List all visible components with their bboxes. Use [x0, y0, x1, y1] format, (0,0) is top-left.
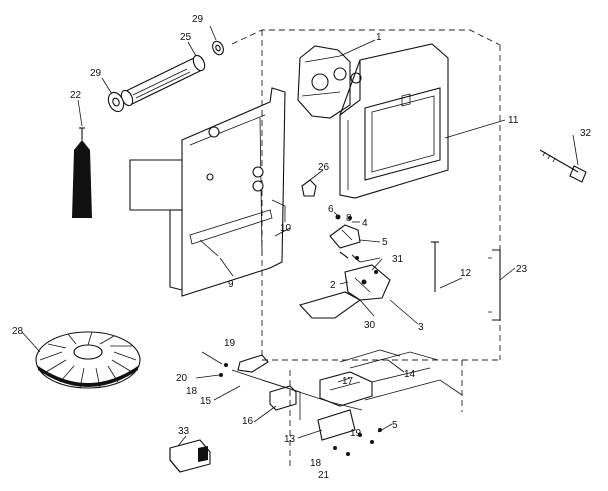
- callout-16: 16: [242, 416, 254, 427]
- callout-8: 8: [346, 213, 352, 224]
- callout-29b: 29: [192, 14, 204, 25]
- callout-5b: 5: [392, 420, 398, 431]
- part-29-washers: [107, 40, 224, 113]
- part-32-screw: [539, 149, 587, 183]
- part-28-impeller: [35, 331, 141, 389]
- part-26-clip: [301, 179, 317, 197]
- callout-5a: 5: [382, 237, 388, 248]
- part-25-rod: [120, 54, 206, 107]
- part-23-strip: [488, 249, 501, 321]
- callout-26: 26: [318, 162, 330, 173]
- callout-13: 13: [284, 434, 296, 445]
- callout-12: 12: [460, 268, 472, 279]
- part-small-screws: [195, 363, 382, 456]
- callout-9: 9: [228, 279, 234, 290]
- callout-18b: 18: [310, 458, 322, 469]
- callout-11: 11: [508, 115, 519, 126]
- callout-25: 25: [180, 32, 192, 43]
- callout-1: 1: [376, 32, 382, 43]
- callout-leader-lines: [21, 25, 579, 447]
- callout-labels: 1 2 3 4 5 5 6 8 9 10 11 12 13 14 15 16 1…: [12, 14, 592, 481]
- callout-15: 15: [200, 396, 212, 407]
- part-1-valve: [297, 45, 362, 119]
- callout-10: 10: [280, 223, 292, 234]
- part-9-bracket-panel: [129, 87, 286, 297]
- part-lower-duct: [231, 349, 463, 441]
- callout-14: 14: [404, 369, 416, 380]
- callout-18a: 18: [186, 386, 198, 397]
- callout-20: 20: [176, 373, 188, 384]
- callout-6: 6: [328, 204, 334, 215]
- callout-19a: 19: [224, 338, 236, 349]
- callout-22: 22: [70, 90, 82, 101]
- part-lower-linkage: [298, 264, 391, 319]
- callout-21: 21: [318, 470, 330, 481]
- assembly-guide-lines: [231, 29, 501, 470]
- callout-31: 31: [392, 254, 404, 265]
- callout-4: 4: [362, 218, 368, 229]
- callout-30: 30: [364, 320, 376, 331]
- callout-32: 32: [580, 128, 592, 139]
- callout-28: 28: [12, 326, 24, 337]
- callout-33: 33: [178, 426, 190, 437]
- part-12-rod: [431, 241, 439, 292]
- part-lever-assembly: [329, 214, 361, 263]
- part-33-block: [169, 439, 211, 473]
- callout-2: 2: [330, 280, 336, 291]
- part-11-housing: [339, 43, 449, 199]
- callout-3: 3: [418, 322, 424, 333]
- part-22-tube: [72, 127, 92, 218]
- callout-29a: 29: [90, 68, 102, 79]
- callout-17: 17: [342, 376, 354, 387]
- callout-23: 23: [516, 264, 528, 275]
- callout-19b: 19: [350, 428, 362, 439]
